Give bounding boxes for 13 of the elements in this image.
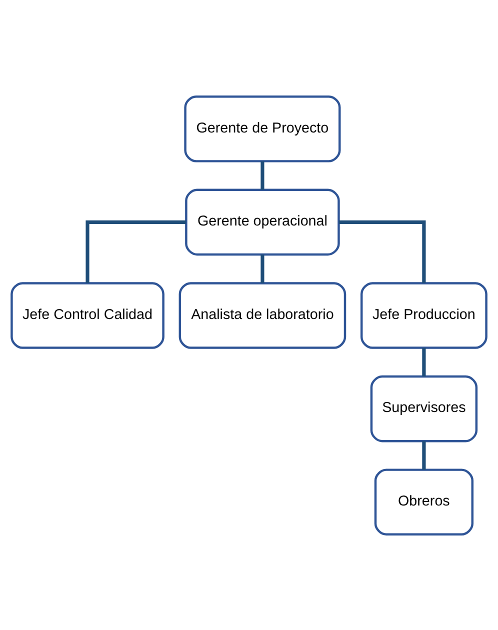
node-box: Jefe Control Calidad: [10, 282, 164, 348]
node-box: Gerente de Proyecto: [184, 94, 341, 162]
connector: [338, 220, 426, 283]
node-box: Supervisores: [370, 374, 478, 442]
connector: [260, 254, 264, 283]
node-box: Analista de laboratorio: [178, 282, 346, 348]
node-box: Jefe Produccion: [360, 282, 488, 348]
node-box: Gerente operacional: [185, 188, 340, 256]
node-box: Obreros: [374, 468, 474, 536]
connector: [422, 440, 426, 470]
connector: [86, 220, 186, 283]
connector: [260, 160, 264, 190]
connector: [422, 347, 426, 376]
